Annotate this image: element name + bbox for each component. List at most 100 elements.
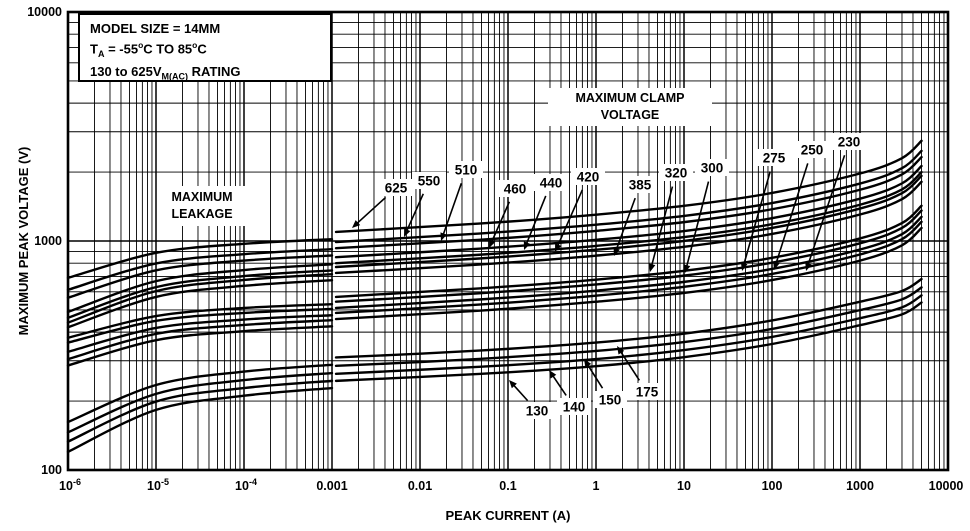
x-tick-1000: 1000 [846,479,874,493]
curve-arrow-320 [650,186,674,267]
curve-arrowhead-625 [352,220,361,228]
curve-label-bg-130 [520,402,554,419]
curve-140-clamp [334,294,923,376]
curve-arrowhead-150 [584,359,592,368]
curve-label-510: 510 [455,163,478,178]
curve-label-550: 550 [418,174,441,189]
curve-label-440: 440 [540,176,563,191]
x-tick-001: 0.01 [407,479,433,493]
x-tick-01: 0.1 [499,479,517,493]
curve-arrow-550 [405,193,425,232]
curve-320-clamp [334,204,923,299]
curve-175-leakage [66,363,334,424]
curve-arrow-275 [742,171,771,266]
x-tick-100: 100 [761,479,783,493]
curve-label-320: 320 [665,166,688,181]
x-tick-1e-4: 10-4 [235,477,257,494]
curve-arrow-385 [615,197,636,251]
curve-arrowhead-510 [440,232,447,241]
curve-510-clamp [334,155,923,250]
curves [66,139,923,454]
curve-arrow-460 [490,201,511,243]
x-tick-1: 1 [592,479,600,493]
x-tick-1e-6: 10-6 [59,477,81,494]
curve-440-leakage [66,269,334,319]
curve-label-385: 385 [629,178,652,193]
curve-arrowhead-250 [773,261,780,270]
x-tick-1e-5: 10-5 [147,477,169,494]
curve-label-140: 140 [563,400,586,415]
curve-440-clamp [334,170,923,265]
curve-150-leakage [66,371,334,434]
curve-230-clamp [334,226,923,321]
curve-label-bg-510 [449,161,483,178]
curve-arrow-130 [512,383,529,402]
curve-arrowhead-300 [683,264,691,273]
curve-label-bg-230 [832,133,866,150]
curve-arrow-230 [807,155,846,266]
x-tick-0001: 0.001 [316,479,348,493]
curve-arrowhead-230 [805,262,812,271]
curve-arrowhead-275 [740,262,748,271]
curve-150-clamp [334,286,923,368]
curve-130-clamp [334,301,923,383]
curve-label-300: 300 [701,161,724,176]
curve-300-leakage [66,307,334,344]
curve-385-leakage [66,279,334,329]
curve-625-clamp [334,139,923,234]
curve-arrow-175 [619,350,641,381]
curve-label-bg-625 [379,179,413,196]
y-tick-1000: 1000 [34,234,62,248]
y-tick-10000: 10000 [27,5,62,19]
curve-550-leakage [66,247,334,292]
curve-label-bg-440 [534,174,568,191]
curve-label-bg-250 [795,141,829,158]
curve-label-bg-385 [623,176,657,193]
curve-arrowhead-440 [523,241,531,250]
curve-arrow-510 [442,182,463,236]
curve-460-clamp [334,164,923,259]
curve-arrowhead-130 [509,380,517,389]
curve-420-leakage [66,273,334,324]
curve-arrow-250 [775,163,809,265]
curve-625-leakage [66,238,334,280]
curve-label-bg-150 [593,391,627,408]
curve-label-460: 460 [504,182,527,197]
curve-130-leakage [66,386,334,454]
curve-label-bg-175 [630,383,664,400]
curve-label-230: 230 [838,135,861,150]
curve-175-clamp [334,277,923,359]
curve-arrowhead-140 [549,370,557,379]
curve-250-clamp [334,220,923,315]
plot-border [66,10,950,472]
curve-label-175: 175 [636,385,659,400]
curve-140-leakage [66,379,334,443]
curve-arrow-440 [525,195,547,245]
curve-arrowhead-175 [617,346,625,355]
curve-420-clamp [334,174,923,269]
x-axis-title: PEAK CURRENT (A) [445,508,571,523]
curve-arrow-140 [551,374,567,396]
x-tick-10: 10 [677,479,691,493]
curve-320-leakage [66,302,334,339]
curve-385-clamp [334,180,923,275]
curve-label-150: 150 [599,393,622,408]
model-size-text: MODEL SIZE = 14MM [90,21,221,36]
x-tick-10000: 10000 [928,479,964,493]
curve-arrow-150 [586,363,604,389]
curve-label-625: 625 [385,181,408,196]
curve-550-clamp [334,149,923,244]
curve-label-bg-420 [571,168,605,185]
curve-arrowhead-420 [555,243,562,252]
curve-arrow-625 [355,196,387,225]
curve-arrow-420 [556,189,584,247]
y-tick-100: 100 [41,463,62,477]
curve-300-clamp [334,209,923,303]
curve-label-bg-140 [557,398,591,415]
curve-label-bg-300 [695,159,729,176]
curve-arrowhead-320 [648,263,656,272]
curve-arrowhead-460 [489,239,496,248]
curve-arrowhead-385 [613,247,620,256]
